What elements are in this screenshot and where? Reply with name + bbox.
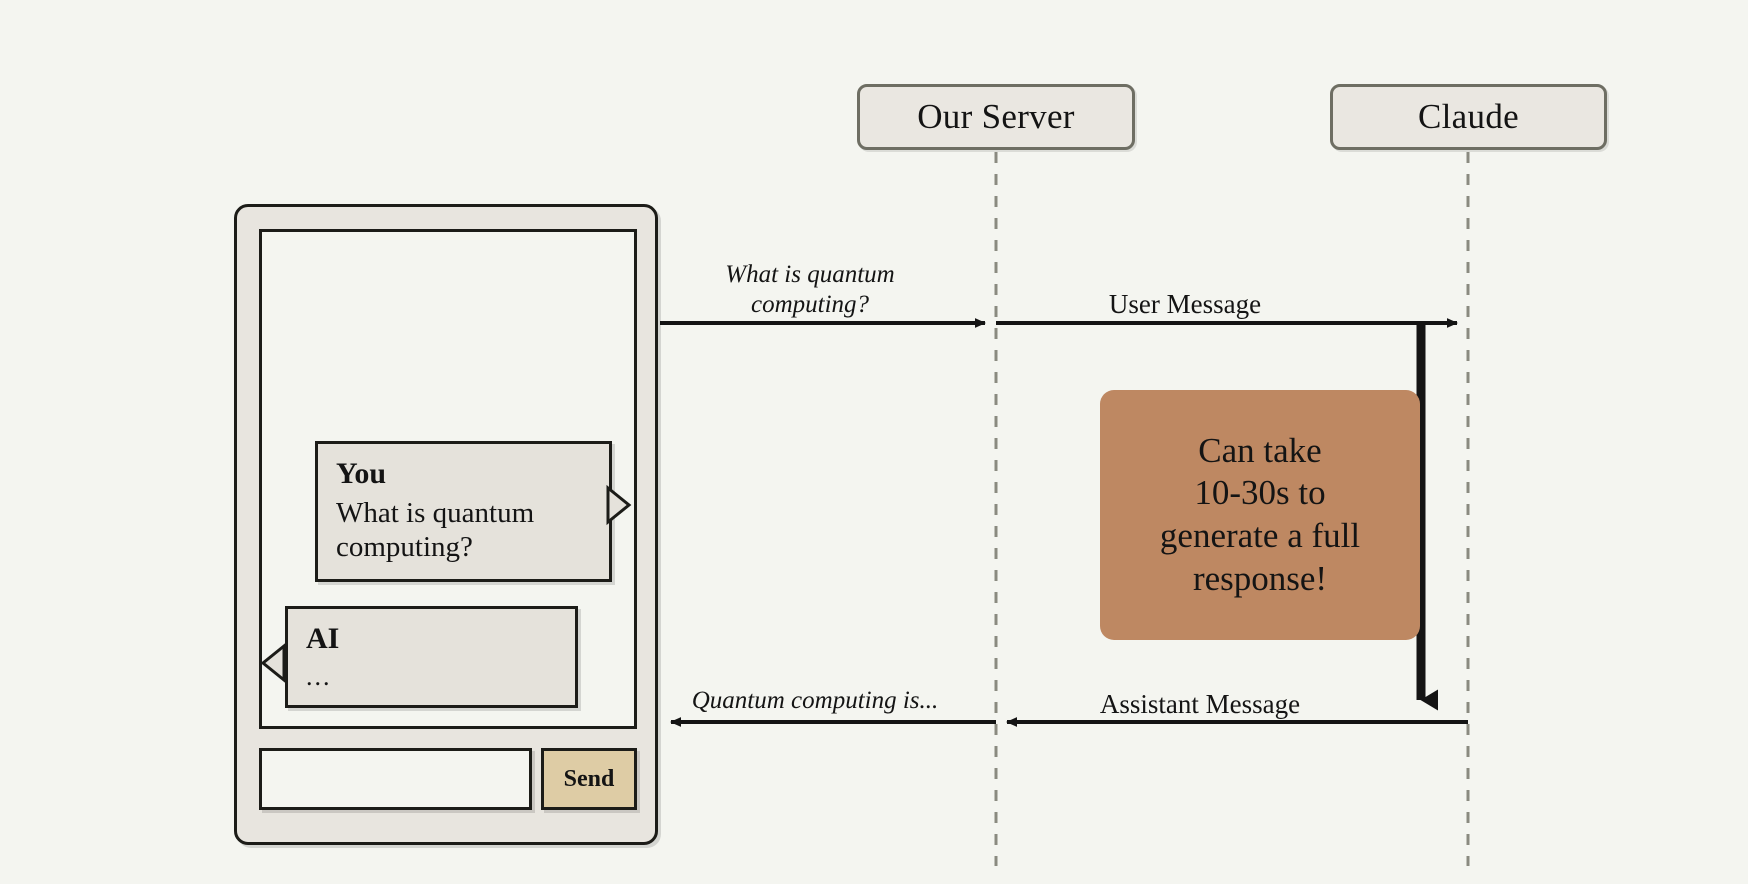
arrow-label-client-to-server: What is quantum computing? xyxy=(725,261,895,318)
phone-mockup: You What is quantum computing? AI ... Se… xyxy=(234,204,658,845)
lifeline-header-our-server[interactable]: Our Server xyxy=(857,84,1135,150)
arrow-label-assistant-message: Assistant Message xyxy=(1099,689,1301,719)
chat-bubble-user-sender: You xyxy=(336,457,387,490)
arrow-label-server-to-client: Quantum computing is... xyxy=(691,687,939,714)
message-composer: Send xyxy=(259,748,637,810)
send-button[interactable]: Send xyxy=(541,748,637,810)
arrow-label-user-message: User Message xyxy=(1108,289,1262,319)
lifeline-label-claude: Claude xyxy=(1418,97,1519,136)
chat-bubble-user-text: What is quantum computing? xyxy=(336,497,535,563)
note-text: Can take 10-30s to generate a full respo… xyxy=(1159,430,1361,598)
chat-bubble-ai-text: ... xyxy=(306,662,332,692)
lifeline-label-server: Our Server xyxy=(917,97,1075,136)
note-latency-callout: Can take 10-30s to generate a full respo… xyxy=(1100,390,1420,640)
phone-screen: You What is quantum computing? AI ... xyxy=(259,229,637,729)
lifeline-header-claude[interactable]: Claude xyxy=(1330,84,1607,150)
send-button-label: Send xyxy=(563,765,615,792)
chat-bubble-ai-sender: AI xyxy=(306,622,340,655)
message-input[interactable] xyxy=(259,748,532,810)
chat-bubble-user: You What is quantum computing? xyxy=(315,441,612,582)
chat-bubble-ai: AI ... xyxy=(285,606,578,708)
